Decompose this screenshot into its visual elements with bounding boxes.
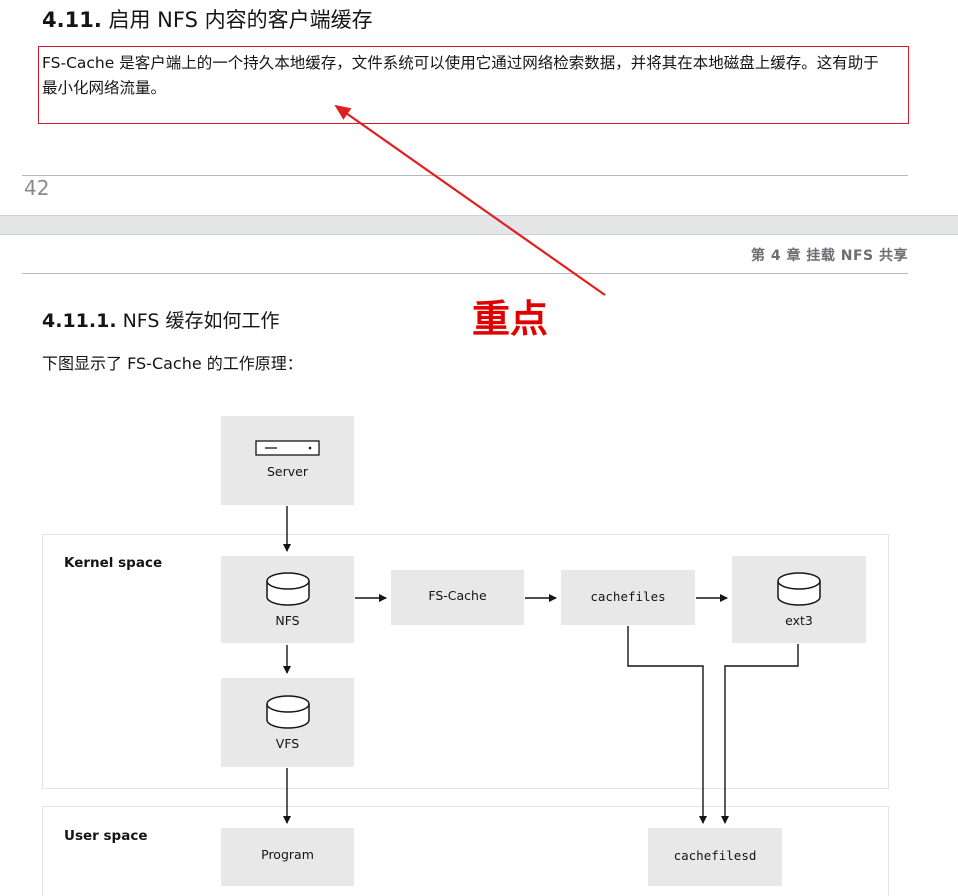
emphasis-arrow: [334, 104, 606, 296]
chapter-header: 第 4 章 挂载 NFS 共享: [751, 248, 908, 264]
cachefiles-node: cachefiles: [561, 570, 695, 625]
page-separator: [0, 215, 958, 235]
nfs-node: NFS: [221, 556, 354, 643]
vfs-label: VFS: [275, 736, 300, 751]
ext3-label: ext3: [785, 613, 813, 628]
user-space-region: [42, 806, 889, 896]
page-number: 42: [24, 176, 50, 200]
program-label: Program: [261, 847, 314, 862]
section-title: 4.11. 启用 NFS 内容的客户端缓存: [42, 4, 373, 34]
page-footer-rule: [22, 175, 908, 176]
disk-icon: [266, 572, 310, 606]
user-space-label: User space: [64, 828, 148, 844]
emphasis-annotation: 重点: [472, 297, 549, 341]
vfs-node: VFS: [221, 678, 354, 767]
server-node: Server: [221, 416, 354, 505]
cachefilesd-node: cachefilesd: [648, 828, 782, 886]
nfs-label: NFS: [275, 613, 300, 628]
fscache-node: FS-Cache: [391, 570, 524, 625]
intro-paragraph: 下图显示了 FS-Cache 的工作原理：: [42, 354, 303, 373]
fscache-label: FS-Cache: [428, 588, 487, 603]
subsection-title-text: NFS 缓存如何工作: [122, 310, 280, 332]
subsection-number: 4.11.1.: [42, 310, 117, 332]
section-number: 4.11.: [42, 8, 102, 32]
kernel-space-region: [42, 534, 889, 789]
section-title-text: 启用 NFS 内容的客户端缓存: [108, 8, 373, 32]
page-header-rule: [22, 273, 908, 274]
highlighted-paragraph: FS-Cache 是客户端上的一个持久本地缓存，文件系统可以使用它通过网络检索数…: [42, 54, 879, 97]
program-node: Program: [221, 828, 354, 886]
ext3-node: ext3: [732, 556, 866, 643]
subsection-title: 4.11.1. NFS 缓存如何工作: [42, 306, 280, 333]
server-label: Server: [267, 464, 308, 479]
disk-icon: [266, 695, 310, 729]
cachefiles-label: cachefiles: [590, 589, 666, 604]
disk-icon: [777, 572, 821, 606]
cachefilesd-label: cachefilesd: [673, 848, 757, 863]
kernel-space-label: Kernel space: [64, 555, 163, 571]
server-icon: [255, 440, 320, 456]
